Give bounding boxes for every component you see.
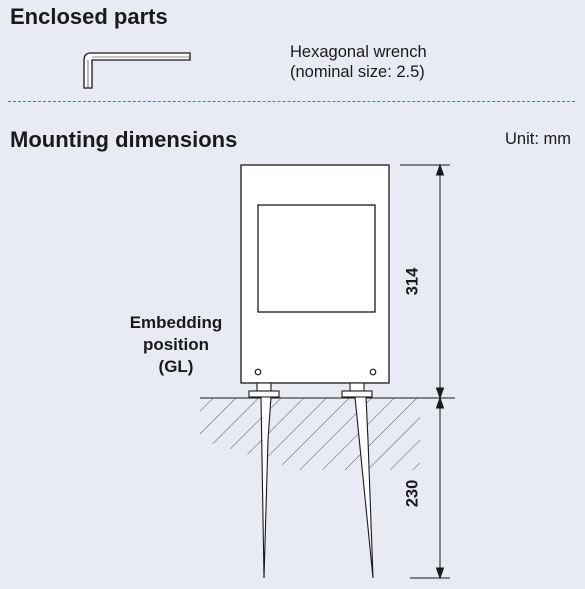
ground-hatch [200,398,420,470]
unit-label: Unit: mm [505,130,571,148]
wrench-size: (nominal size: 2.5) [290,63,425,81]
display-window [257,204,376,313]
wrench-description: Hexagonal wrench (nominal size: 2.5) [290,42,427,82]
mount-bracket-right [341,382,373,398]
screw-right [369,368,377,376]
section-divider [8,101,575,102]
hex-wrench-icon [83,52,191,89]
dimension-lines [400,163,450,580]
embed-line-3: (GL) [158,357,194,376]
screw-left [254,368,262,376]
embed-line-1: Embedding [129,313,223,332]
enclosed-parts-heading: Enclosed parts [10,4,168,29]
mount-bracket-left [248,382,280,398]
ground-spike-left [260,396,272,579]
height-dimension-label: 314 [403,267,422,296]
depth-dimension-label: 230 [403,479,422,508]
ground-spike-right [354,396,374,579]
embedding-position-label: Embedding position (GL) [108,312,244,378]
mounting-dimensions-heading: Mounting dimensions [10,127,238,152]
embed-line-2: position [142,335,210,354]
wrench-name: Hexagonal wrench [290,43,427,61]
